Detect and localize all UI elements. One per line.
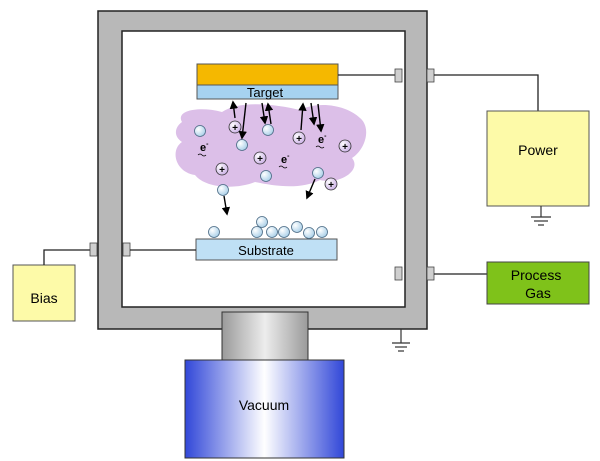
process-gas-box bbox=[486, 261, 590, 305]
deposited-atom bbox=[256, 216, 268, 228]
power-ground-icon bbox=[531, 206, 551, 226]
chamber-ground-icon bbox=[392, 329, 410, 352]
vacuum-pump bbox=[184, 359, 345, 459]
svg-text:+: + bbox=[328, 180, 334, 191]
electron: e- bbox=[197, 141, 209, 157]
sputtered-atoms bbox=[194, 124, 324, 196]
sputtered-atom bbox=[217, 184, 229, 196]
ion: + bbox=[292, 131, 306, 145]
arrow bbox=[221, 195, 231, 216]
power-label: Power bbox=[518, 142, 558, 158]
deposited-atom bbox=[278, 226, 290, 238]
target-label: Target bbox=[247, 85, 284, 100]
deposited-atom bbox=[316, 226, 328, 238]
arrow bbox=[308, 102, 318, 126]
arrow bbox=[238, 102, 247, 140]
bias-box bbox=[12, 264, 76, 322]
svg-text:e-: e- bbox=[281, 153, 290, 166]
svg-text:+: + bbox=[342, 142, 348, 153]
arrow bbox=[264, 102, 274, 125]
deposited-atoms bbox=[208, 216, 328, 239]
sputtered-atom bbox=[236, 139, 248, 151]
deposited-atom bbox=[251, 226, 263, 238]
electron: e- bbox=[278, 153, 290, 169]
arrow bbox=[305, 178, 316, 200]
deposited-atom bbox=[266, 226, 278, 238]
svg-text:+: + bbox=[219, 165, 225, 176]
bias-feedthrough-outer bbox=[89, 242, 98, 257]
particle-arrows bbox=[221, 100, 325, 216]
svg-text:e-: e- bbox=[200, 141, 209, 154]
sputtered-atom bbox=[312, 167, 324, 179]
process-gas-feedthrough-inner bbox=[394, 266, 403, 281]
arrow bbox=[259, 102, 269, 125]
svg-text:+: + bbox=[232, 123, 238, 134]
arrow bbox=[316, 103, 325, 133]
ions: + + + + + + bbox=[215, 120, 352, 191]
ion: + bbox=[215, 162, 229, 176]
bias-feedthrough-inner bbox=[122, 242, 131, 257]
svg-text:+: + bbox=[296, 134, 302, 145]
process-gas-feedthrough-outer bbox=[426, 266, 435, 281]
svg-text:e-: e- bbox=[318, 133, 327, 146]
target-electrode bbox=[196, 84, 339, 100]
vacuum-label: Vacuum bbox=[239, 397, 289, 413]
vacuum-neck bbox=[221, 311, 309, 362]
arrow bbox=[229, 100, 239, 119]
ion: + bbox=[338, 139, 352, 153]
arrow bbox=[298, 102, 307, 131]
sputtered-atom bbox=[194, 125, 206, 137]
ion: + bbox=[228, 120, 242, 134]
deposited-atom bbox=[291, 221, 303, 233]
vacuum-chamber-wall bbox=[97, 10, 428, 330]
power-feedthrough-outer bbox=[426, 68, 435, 83]
target-top-layer bbox=[196, 63, 339, 86]
bias-wire-outer bbox=[43, 249, 90, 265]
bias-label: Bias bbox=[30, 290, 57, 306]
deposited-atom bbox=[303, 227, 315, 239]
process-gas-label: Process Gas bbox=[511, 267, 565, 301]
electron: e- bbox=[315, 133, 327, 149]
ion: + bbox=[253, 151, 267, 165]
power-wire-outer bbox=[434, 74, 539, 111]
substrate-label: Substrate bbox=[238, 243, 294, 258]
sputtered-atom bbox=[262, 124, 274, 136]
electrons: e- e- e- bbox=[197, 133, 327, 169]
sputtered-atom bbox=[260, 170, 272, 182]
deposited-atom bbox=[208, 226, 220, 238]
power-supply-box bbox=[486, 110, 590, 207]
power-feedthrough-inner bbox=[394, 68, 403, 83]
ion: + bbox=[324, 177, 338, 191]
svg-text:+: + bbox=[257, 154, 263, 165]
